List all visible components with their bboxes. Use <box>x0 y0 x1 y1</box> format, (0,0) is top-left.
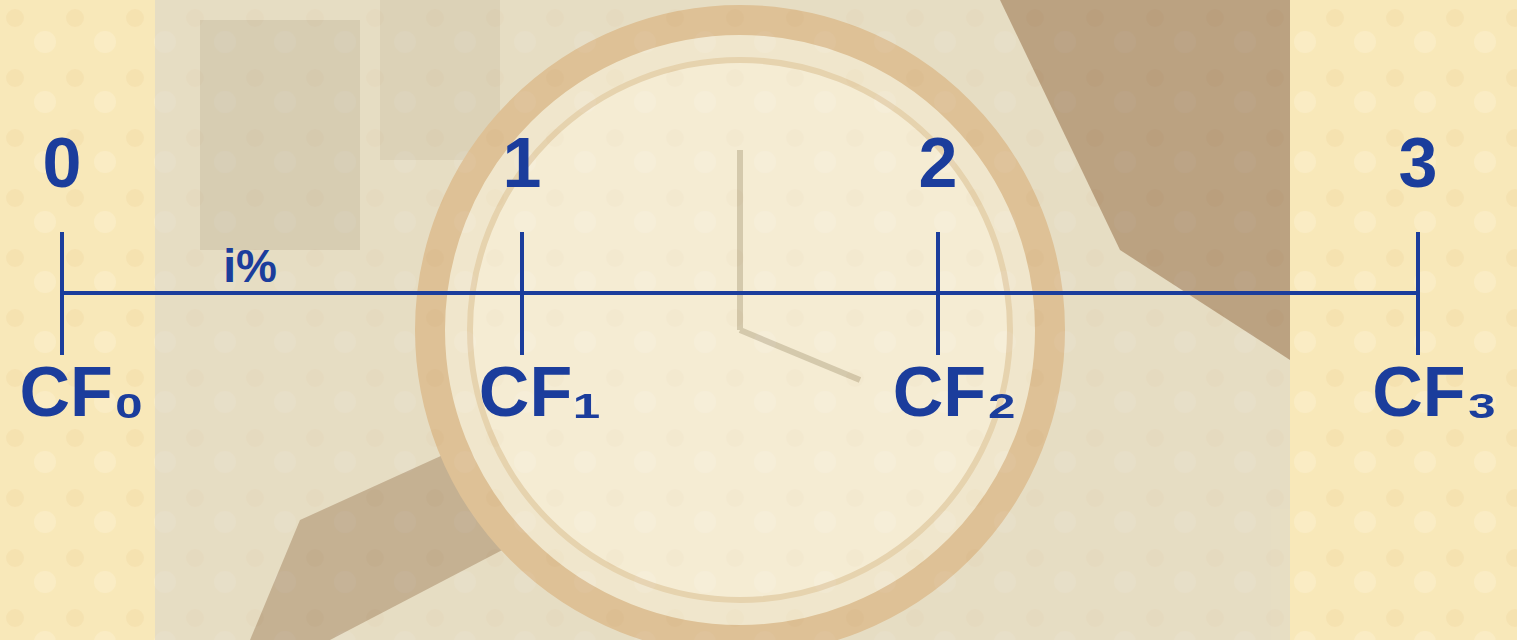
timeline <box>62 232 1418 355</box>
period-number: 0 <box>43 128 82 198</box>
period-number: 3 <box>1399 128 1438 198</box>
rate-label: i% <box>223 243 277 289</box>
watch-photo <box>155 0 1290 640</box>
cash-flow-label: CF₃ <box>1372 357 1498 427</box>
period-number: 1 <box>503 128 542 198</box>
cash-flow-label: CF₁ <box>479 357 601 427</box>
period-number: 2 <box>919 128 958 198</box>
cash-flow-label: CF₂ <box>893 357 1017 427</box>
cash-flow-label: CF₀ <box>20 357 145 427</box>
